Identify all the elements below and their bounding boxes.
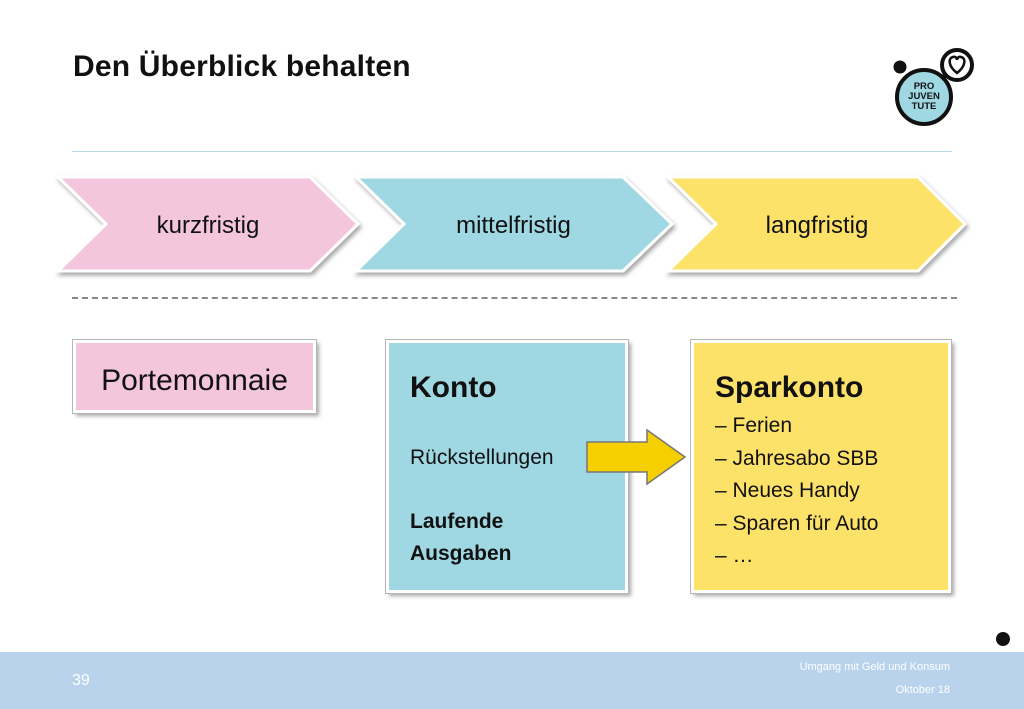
chevron-kurzfristig xyxy=(54,175,361,273)
portemonnaie-label: Portemonnaie xyxy=(101,364,288,397)
page-number: 39 xyxy=(72,672,90,689)
footer-bar: 39 Umgang mit Geld und Konsum Oktober 18 xyxy=(0,652,1024,709)
konto-ausgaben: Ausgaben xyxy=(410,542,512,565)
list-item: – Neues Handy xyxy=(715,479,860,502)
timeline-label-mittelfristig: mittelfristig xyxy=(456,212,571,239)
sparkonto-title: Sparkonto xyxy=(715,371,864,404)
title-divider xyxy=(72,151,952,152)
footer-subject: Umgang mit Geld und Konsum xyxy=(799,661,950,673)
portemonnaie-box: Portemonnaie xyxy=(72,339,317,414)
logo-dot xyxy=(893,60,907,74)
timeline-label-kurzfristig: kurzfristig xyxy=(156,212,260,239)
list-item: – … xyxy=(715,544,754,567)
sparkonto-list: – Ferien – Jahresabo SBB – Neues Handy –… xyxy=(715,413,878,576)
logo-text-1: PRO xyxy=(914,81,935,92)
logo-text-2: JUVEN xyxy=(908,91,940,102)
section-divider xyxy=(72,297,957,299)
chevron-mittelfristig xyxy=(352,175,675,273)
sparkonto-box: Sparkonto – Ferien – Jahresabo SBB – Neu… xyxy=(690,339,952,594)
konto-rueckstellungen: Rückstellungen xyxy=(410,446,554,469)
chevron-langfristig xyxy=(664,175,968,273)
logo-text-3: TUTE xyxy=(912,101,937,112)
transfer-arrow-icon xyxy=(586,428,687,486)
konto-laufende: Laufende xyxy=(410,510,504,533)
list-item: – Ferien xyxy=(715,414,793,437)
footer-date: Oktober 18 xyxy=(895,684,950,696)
list-item: – Jahresabo SBB xyxy=(715,446,879,470)
slide-title: Den Überblick behalten xyxy=(73,50,411,83)
decorative-dot xyxy=(996,632,1010,646)
heart-icon xyxy=(948,55,966,75)
timeline-label-langfristig: langfristig xyxy=(765,212,869,239)
timeline-chevrons xyxy=(54,175,968,273)
pro-juventute-logo: PRO JUVEN TUTE xyxy=(893,48,974,126)
list-item: – Sparen für Auto xyxy=(715,511,879,535)
konto-title: Konto xyxy=(410,371,497,404)
